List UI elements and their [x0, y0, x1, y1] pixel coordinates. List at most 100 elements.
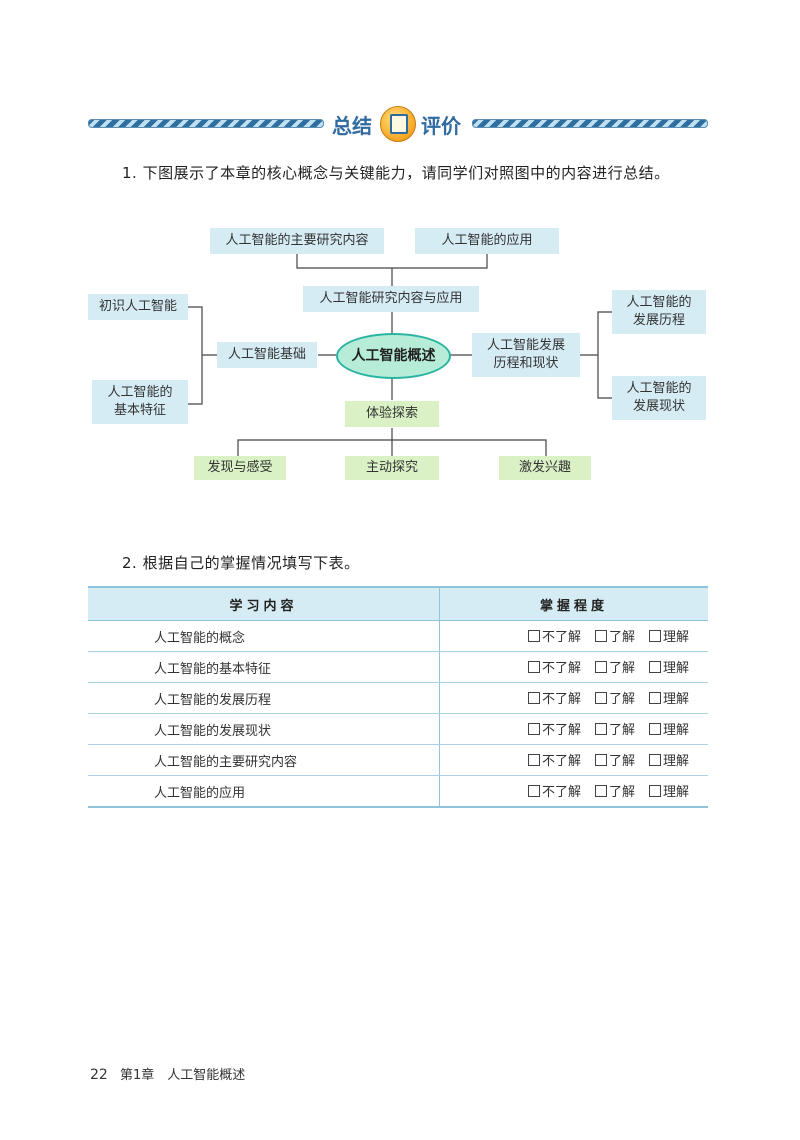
- option-label: 理解: [663, 692, 690, 708]
- option-label: 理解: [663, 785, 690, 801]
- summary-icon: [380, 106, 416, 142]
- question-2: 2. 根据自己的掌握情况填写下表。: [122, 554, 360, 572]
- option-label: 理解: [663, 723, 690, 739]
- table-row: 人工智能的发展历程 不了解 了解 理解: [88, 682, 708, 714]
- row-content-label: 人工智能的概念: [88, 620, 440, 652]
- node-history: 人工智能的 发展历程: [612, 290, 706, 334]
- option-label: 理解: [663, 754, 690, 770]
- checkbox-icon[interactable]: [595, 722, 608, 735]
- row-mastery-options: 不了解 了解 理解: [439, 682, 708, 714]
- mastery-option[interactable]: 理解: [649, 719, 689, 738]
- mastery-table: 学习内容 掌握程度 人工智能的概念不了解了解理解人工智能的基本特征不了解了解理解…: [88, 586, 708, 808]
- row-content-label: 人工智能的主要研究内容: [88, 744, 440, 776]
- row-mastery-options: 不了解 了解 理解: [439, 775, 708, 808]
- mastery-option[interactable]: 不了解: [528, 688, 581, 707]
- node-intro: 初识人工智能: [88, 294, 188, 320]
- table-row: 人工智能的发展现状 不了解 了解 理解: [88, 713, 708, 745]
- checkbox-icon[interactable]: [649, 629, 662, 642]
- banner-rope-left: [88, 119, 324, 128]
- checkbox-icon[interactable]: [649, 660, 662, 673]
- node-active: 主动探究: [345, 456, 439, 480]
- page-number: 22: [90, 1067, 108, 1083]
- node-research-app: 人工智能研究内容与应用: [303, 286, 479, 312]
- checkbox-icon[interactable]: [649, 722, 662, 735]
- checkbox-icon[interactable]: [528, 753, 540, 766]
- option-label: 了解: [609, 723, 636, 739]
- mastery-option[interactable]: 了解: [595, 719, 635, 738]
- checkbox-icon[interactable]: [595, 691, 608, 704]
- mastery-option[interactable]: 了解: [595, 688, 635, 707]
- node-status: 人工智能的 发展现状: [612, 376, 706, 420]
- node-research-main: 人工智能的主要研究内容: [210, 228, 384, 254]
- checkbox-icon[interactable]: [649, 784, 662, 797]
- node-discover: 发现与感受: [194, 456, 286, 480]
- mastery-option[interactable]: 理解: [649, 750, 689, 769]
- row-content-label: 人工智能的发展现状: [88, 713, 440, 745]
- banner-title-evaluation: 评价: [421, 114, 461, 138]
- table-row: 人工智能的概念 不了解 了解 理解: [88, 620, 708, 652]
- table-row: 人工智能的基本特征 不了解 了解 理解: [88, 651, 708, 683]
- row-content-label: 人工智能的应用: [88, 775, 440, 808]
- row-mastery-options: 不了解 了解 理解: [439, 620, 708, 652]
- row-mastery-options: 不了解 了解 理解: [439, 713, 708, 745]
- banner-rope-right: [472, 119, 708, 128]
- mastery-option[interactable]: 理解: [649, 626, 689, 645]
- node-explore: 体验探索: [345, 401, 439, 427]
- checkbox-icon[interactable]: [649, 753, 662, 766]
- row-mastery-options: 不了解 了解 理解: [439, 651, 708, 683]
- option-label: 了解: [609, 785, 636, 801]
- option-label: 了解: [609, 692, 636, 708]
- mastery-option[interactable]: 理解: [649, 781, 689, 800]
- checkbox-icon[interactable]: [528, 784, 540, 797]
- option-label: 了解: [609, 754, 636, 770]
- node-development: 人工智能发展 历程和现状: [472, 333, 580, 377]
- mastery-option[interactable]: 不了解: [528, 719, 581, 738]
- checkbox-icon[interactable]: [595, 784, 608, 797]
- mastery-option[interactable]: 理解: [649, 688, 689, 707]
- option-label: 了解: [609, 630, 636, 646]
- checkbox-icon[interactable]: [528, 660, 540, 673]
- checkbox-icon[interactable]: [528, 691, 540, 704]
- node-features: 人工智能的 基本特征: [92, 380, 188, 424]
- option-label: 了解: [609, 661, 636, 677]
- table-row: 人工智能的应用 不了解 了解 理解: [88, 775, 708, 808]
- header-mastery: 掌握程度: [439, 586, 708, 621]
- row-content-label: 人工智能的基本特征: [88, 651, 440, 683]
- header-content: 学习内容: [88, 586, 440, 621]
- option-label: 理解: [663, 630, 690, 646]
- mastery-option[interactable]: 不了解: [528, 781, 581, 800]
- node-basics: 人工智能基础: [217, 342, 317, 368]
- row-mastery-options: 不了解 了解 理解: [439, 744, 708, 776]
- option-label: 不了解: [542, 754, 582, 770]
- checkbox-icon[interactable]: [528, 629, 540, 642]
- option-label: 理解: [663, 661, 690, 677]
- checkbox-icon[interactable]: [595, 660, 608, 673]
- mastery-option[interactable]: 不了解: [528, 657, 581, 676]
- question-1: 1. 下图展示了本章的核心概念与关键能力，请同学们对照图中的内容进行总结。: [122, 164, 670, 182]
- checkbox-icon[interactable]: [528, 722, 540, 735]
- option-label: 不了解: [542, 785, 582, 801]
- row-content-label: 人工智能的发展历程: [88, 682, 440, 714]
- checkbox-icon[interactable]: [649, 691, 662, 704]
- option-label: 不了解: [542, 723, 582, 739]
- option-label: 不了解: [542, 692, 582, 708]
- node-application: 人工智能的应用: [415, 228, 559, 254]
- banner-title-summary: 总结: [332, 114, 372, 138]
- mastery-option[interactable]: 理解: [649, 657, 689, 676]
- mastery-option[interactable]: 了解: [595, 657, 635, 676]
- mastery-option[interactable]: 了解: [595, 750, 635, 769]
- checkbox-icon[interactable]: [595, 629, 608, 642]
- table-row: 人工智能的主要研究内容 不了解 了解 理解: [88, 744, 708, 776]
- node-inspire: 激发兴趣: [499, 456, 591, 480]
- chapter-title: 第1章 人工智能概述: [119, 1068, 246, 1083]
- checkbox-icon[interactable]: [595, 753, 608, 766]
- mastery-option[interactable]: 了解: [595, 626, 635, 645]
- option-label: 不了解: [542, 630, 582, 646]
- section-banner: 总结 评价: [88, 106, 708, 142]
- mastery-option[interactable]: 不了解: [528, 750, 581, 769]
- table-header-row: 学习内容 掌握程度: [88, 586, 708, 621]
- option-label: 不了解: [542, 661, 582, 677]
- mastery-option[interactable]: 了解: [595, 781, 635, 800]
- mastery-option[interactable]: 不了解: [528, 626, 581, 645]
